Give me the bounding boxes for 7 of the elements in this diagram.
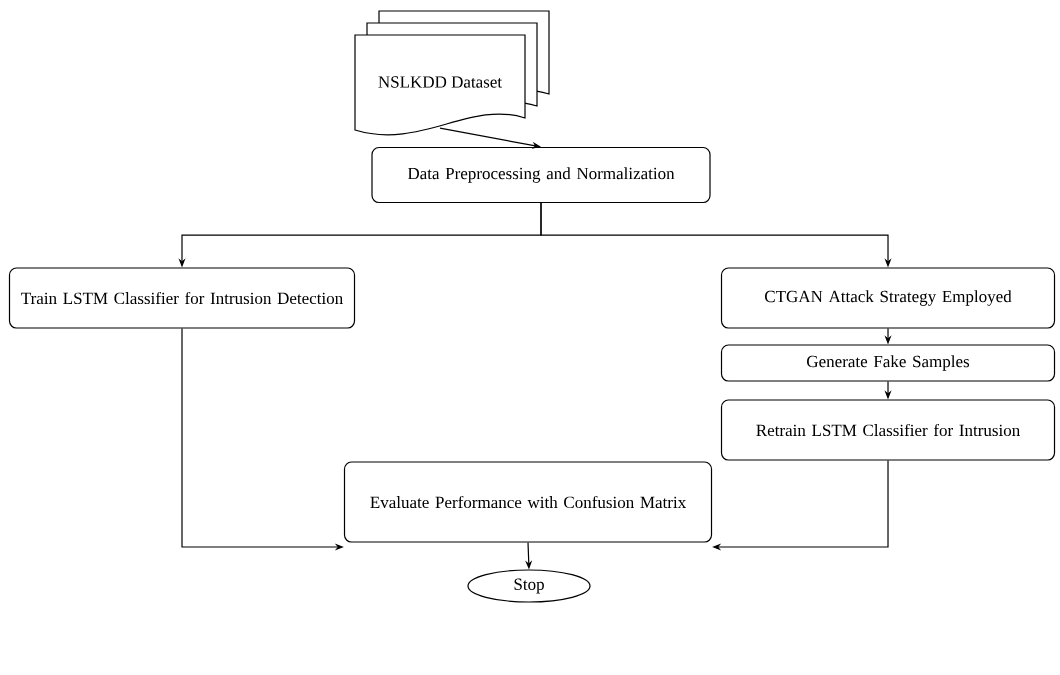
document-stack: NSLKDD Dataset: [354, 10, 550, 136]
process-box: CTGAN Attack Strategy Employed: [720, 267, 1056, 329]
process-box: Generate Fake Samples: [720, 344, 1056, 382]
process-box: Retrain LSTM Classifier for Intrusion: [720, 399, 1056, 461]
process-box: Data Preprocessing and Normalization: [371, 146, 711, 204]
process-box: Evaluate Performance with Confusion Matrix: [343, 461, 713, 543]
process-box: Train LSTM Classifier for Intrusion Detection: [8, 267, 356, 329]
